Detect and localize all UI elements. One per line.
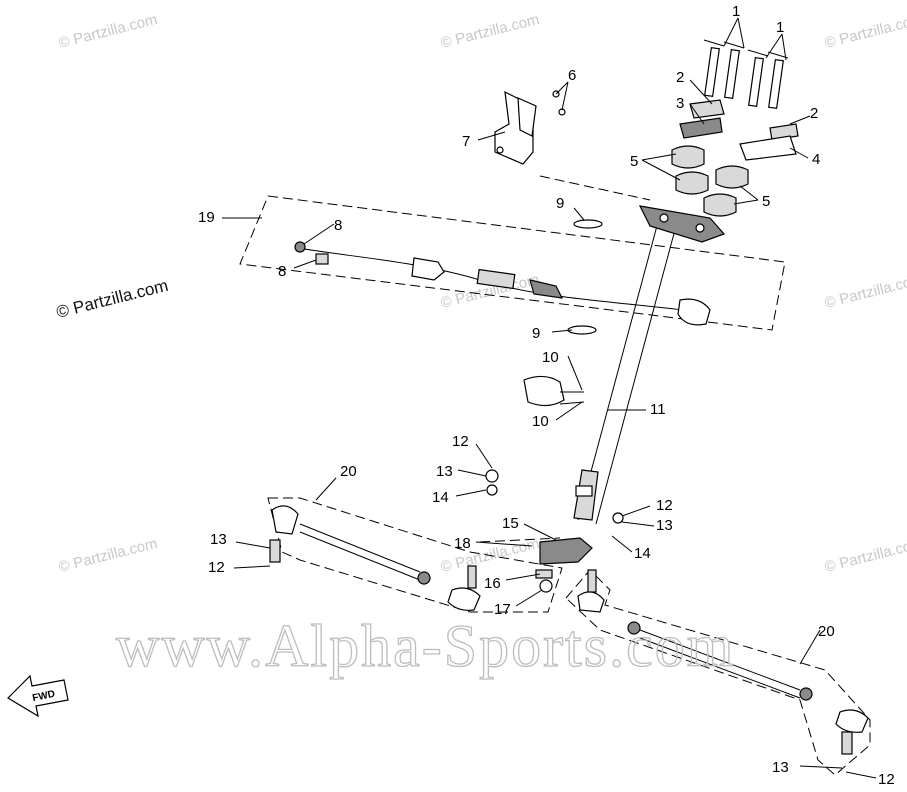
tie-rod-left (269, 505, 481, 611)
forward-direction-arrow: FWD (7, 674, 69, 718)
handlebar-clamps (671, 99, 799, 217)
callout-label: 6 (568, 67, 576, 84)
callout-label: 11 (650, 401, 666, 418)
watermark-partzilla: © Partzilla.com (823, 271, 907, 312)
callout-label: 9 (556, 195, 564, 212)
watermark-partzilla: © Partzilla.com (57, 11, 159, 52)
callout-label: 14 (432, 489, 449, 506)
top-bolts (703, 39, 789, 110)
callout-label: 12 (878, 771, 895, 788)
assembly-outlines (239, 175, 871, 776)
cable-assembly (294, 219, 711, 335)
callout-label: 4 (812, 151, 820, 168)
callout-label: 10 (542, 349, 559, 366)
callout-label: 13 (772, 759, 789, 776)
callout-label: 12 (452, 433, 469, 450)
callout-label: 9 (532, 325, 540, 342)
callout-label: 2 (676, 69, 684, 86)
callout-label: 10 (532, 413, 549, 430)
steering-column-shaft (573, 221, 677, 525)
callout-label: 8 (334, 217, 342, 234)
callout-label: 16 (484, 575, 501, 592)
callout-label: 18 (454, 535, 471, 552)
callout-label: 12 (656, 497, 673, 514)
outline-assembly-19 (239, 195, 786, 331)
callout-label: 2 (810, 105, 818, 122)
callout-label: 14 (634, 545, 651, 562)
callout-label: 13 (210, 531, 227, 548)
guide-line (539, 175, 651, 201)
callout-label: 1 (776, 19, 784, 36)
watermark-alpha-sports: www.Alpha-Sports.com (116, 613, 735, 679)
fwd-label: FWD (32, 689, 57, 704)
sensor-unit (523, 375, 585, 407)
callout-label: 17 (494, 601, 511, 618)
leader-lines (222, 17, 877, 779)
callout-label: 12 (208, 559, 225, 576)
outline-assembly-20-right (565, 569, 871, 776)
callout-label: 3 (676, 95, 684, 112)
callout-label: 19 (198, 209, 215, 226)
callout-label: 13 (656, 517, 673, 534)
callout-label: 5 (762, 193, 770, 210)
callout-label: 5 (630, 153, 638, 170)
tie-rod-right (577, 569, 869, 755)
guide-line (479, 537, 561, 543)
callout-label: 20 (818, 623, 835, 640)
callout-label: 13 (436, 463, 453, 480)
steering-top-plate (638, 205, 726, 243)
outline-assembly-20-left (267, 497, 563, 613)
bracket-assembly (494, 90, 566, 165)
watermark-partzilla: © Partzilla.com (823, 11, 907, 52)
callout-label: 20 (340, 463, 357, 480)
watermark-partzilla: © Partzilla.com (439, 11, 541, 52)
callout-label: 7 (462, 133, 470, 150)
pitman-arm (485, 469, 624, 593)
watermark-partzilla: © Partzilla.com (57, 535, 159, 576)
callout-label: 15 (502, 515, 519, 532)
callout-label: 8 (278, 263, 286, 280)
callout-label: 1 (732, 3, 740, 20)
callout-labels: 1 1 2 2 3 4 5 5 6 7 8 8 9 9 10 10 11 12 … (198, 3, 895, 788)
watermark-partzilla-dark: © Partzilla.com (54, 276, 170, 322)
watermark-partzilla: © Partzilla.com (823, 535, 907, 576)
